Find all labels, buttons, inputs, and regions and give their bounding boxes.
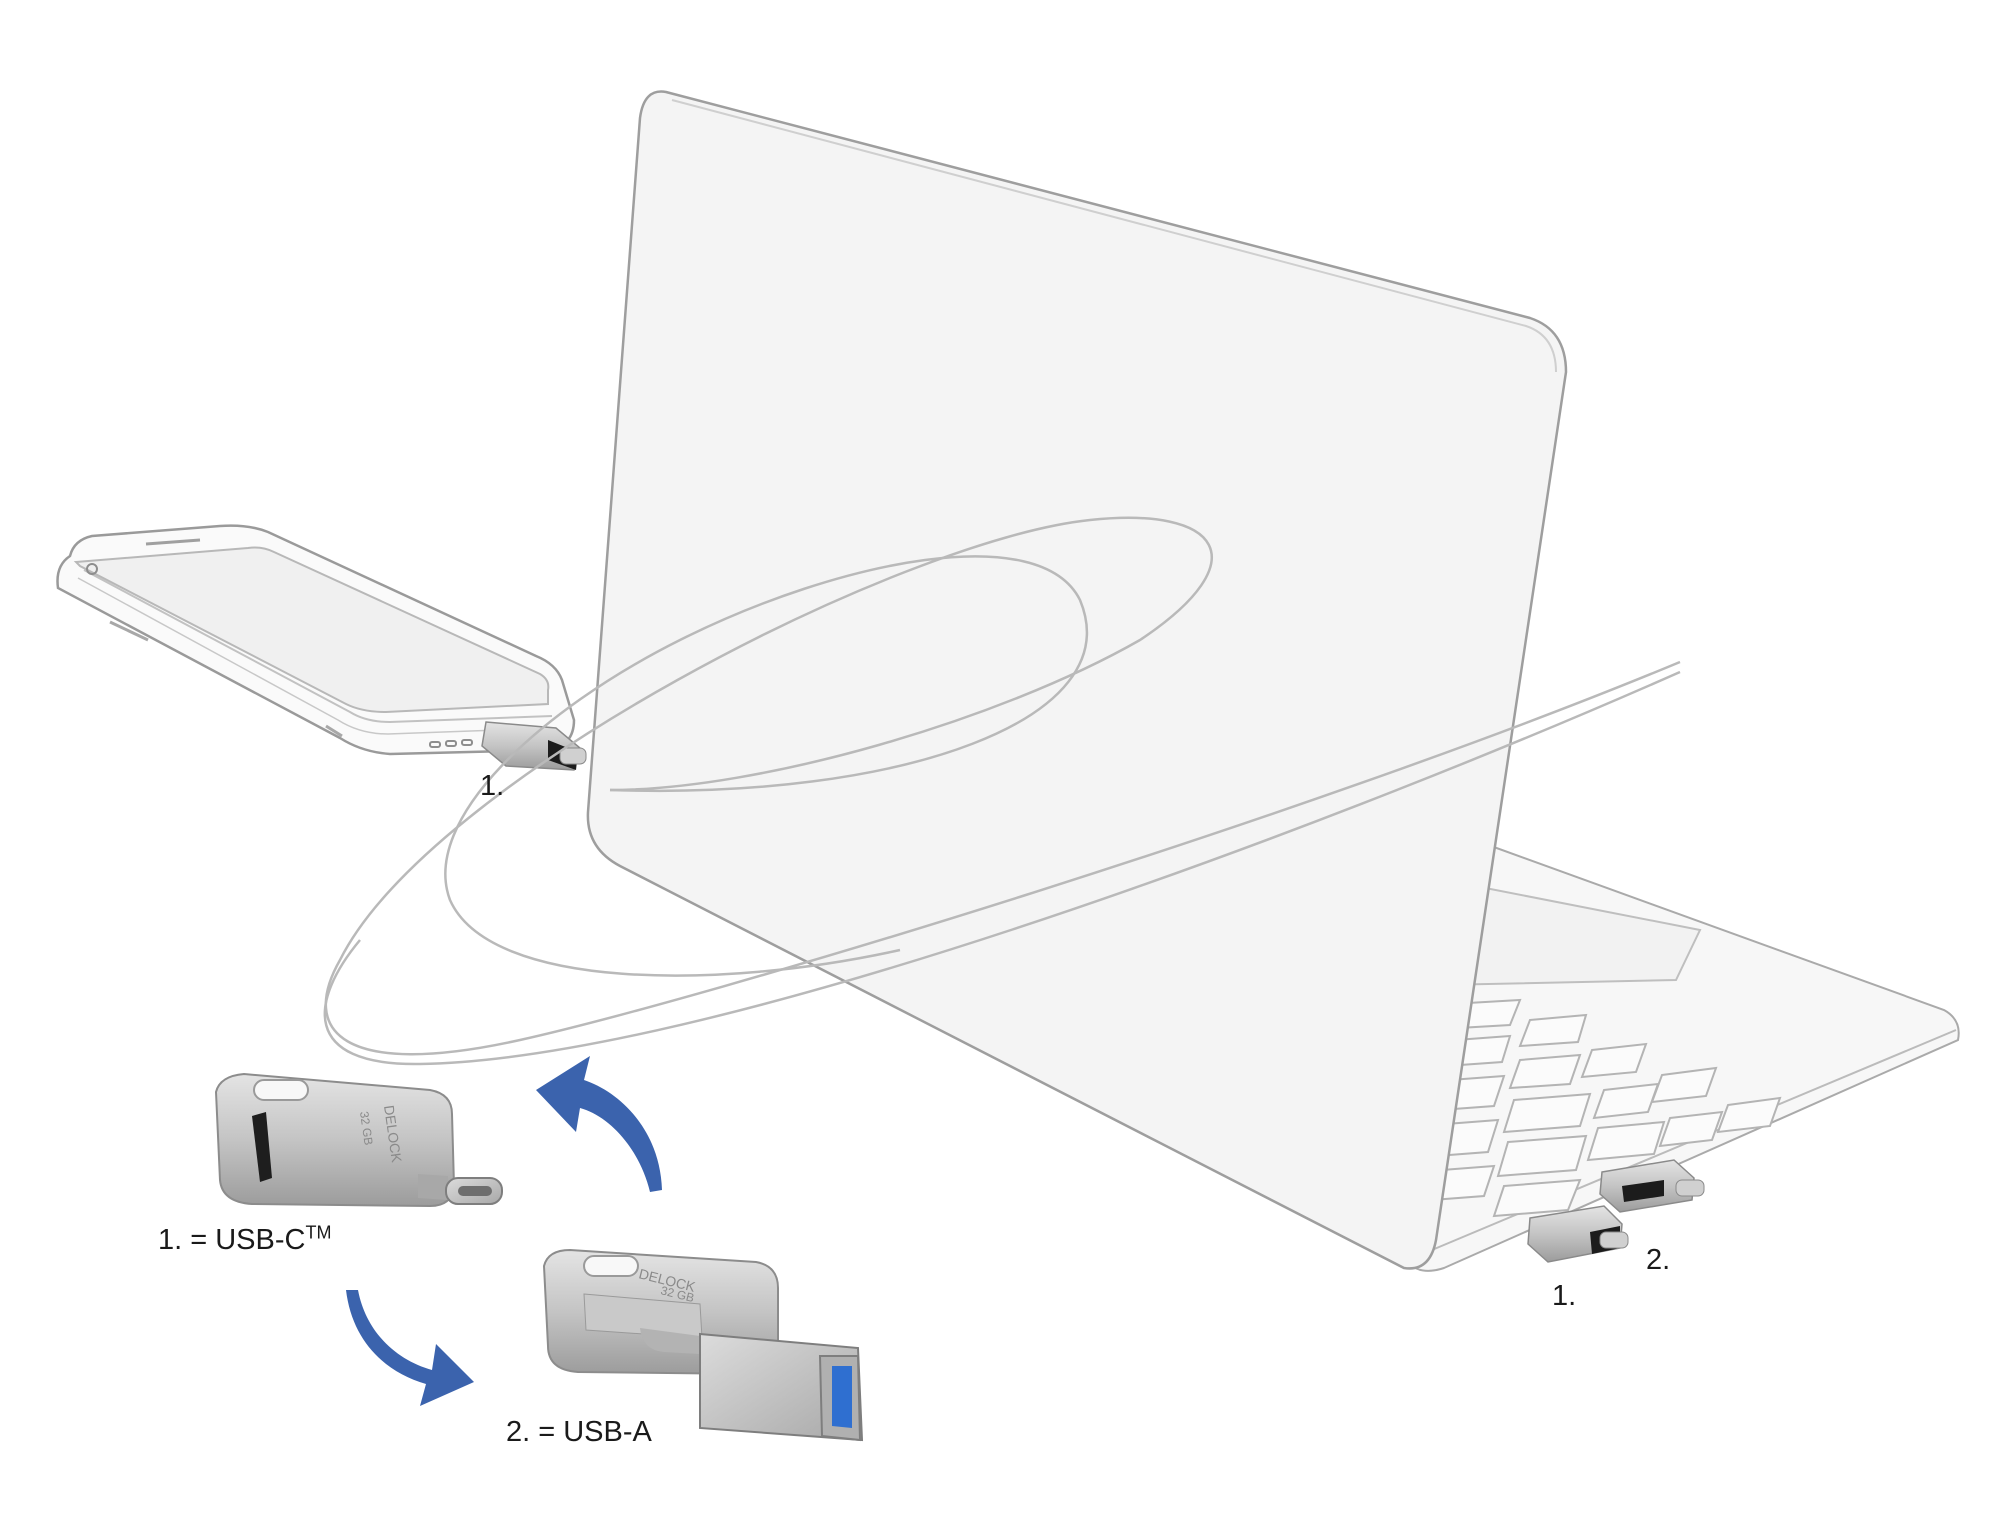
usb-c-legend: 1. = USB-CTM: [158, 1223, 331, 1256]
keyring-hole: [253, 1079, 309, 1101]
usb-stick-in-phone: [481, 721, 587, 771]
usb-stick-usb-a-extended: DELOCK 32 GB: [542, 1248, 864, 1442]
smartphone: [56, 524, 576, 756]
usb-a-legend: 2. = USB-A: [506, 1416, 652, 1448]
rotate-arrow-icon: [536, 1056, 662, 1192]
usb-c-legend-text: 1. = USB-C: [158, 1224, 306, 1256]
laptop-base: [1406, 840, 1960, 1272]
usb-stick-usb-c-extended: DELOCK 32 GB: [214, 1072, 503, 1208]
keyring-hole: [583, 1255, 639, 1277]
phone-speaker: [429, 739, 473, 748]
usb-stick-in-laptop-usb-c: [1527, 1205, 1629, 1263]
rotate-arrow-icon: [346, 1290, 474, 1406]
decorative-swoosh: [323, 516, 1681, 1066]
usb-stick-in-laptop-usb-a: [1599, 1159, 1705, 1213]
stick-capacity-text: 32 GB: [357, 1110, 376, 1146]
keyboard-keys: [1430, 998, 1782, 1218]
trademark-mark: TM: [305, 1222, 332, 1243]
phone-screen: [73, 546, 550, 714]
laptop-lid: [586, 90, 1568, 1270]
laptop-port-1-label: 1.: [1552, 1280, 1577, 1312]
laptop-port-2-label: 2.: [1646, 1244, 1671, 1276]
phone-camera: [86, 563, 98, 575]
phone-port-label: 1.: [480, 770, 505, 802]
